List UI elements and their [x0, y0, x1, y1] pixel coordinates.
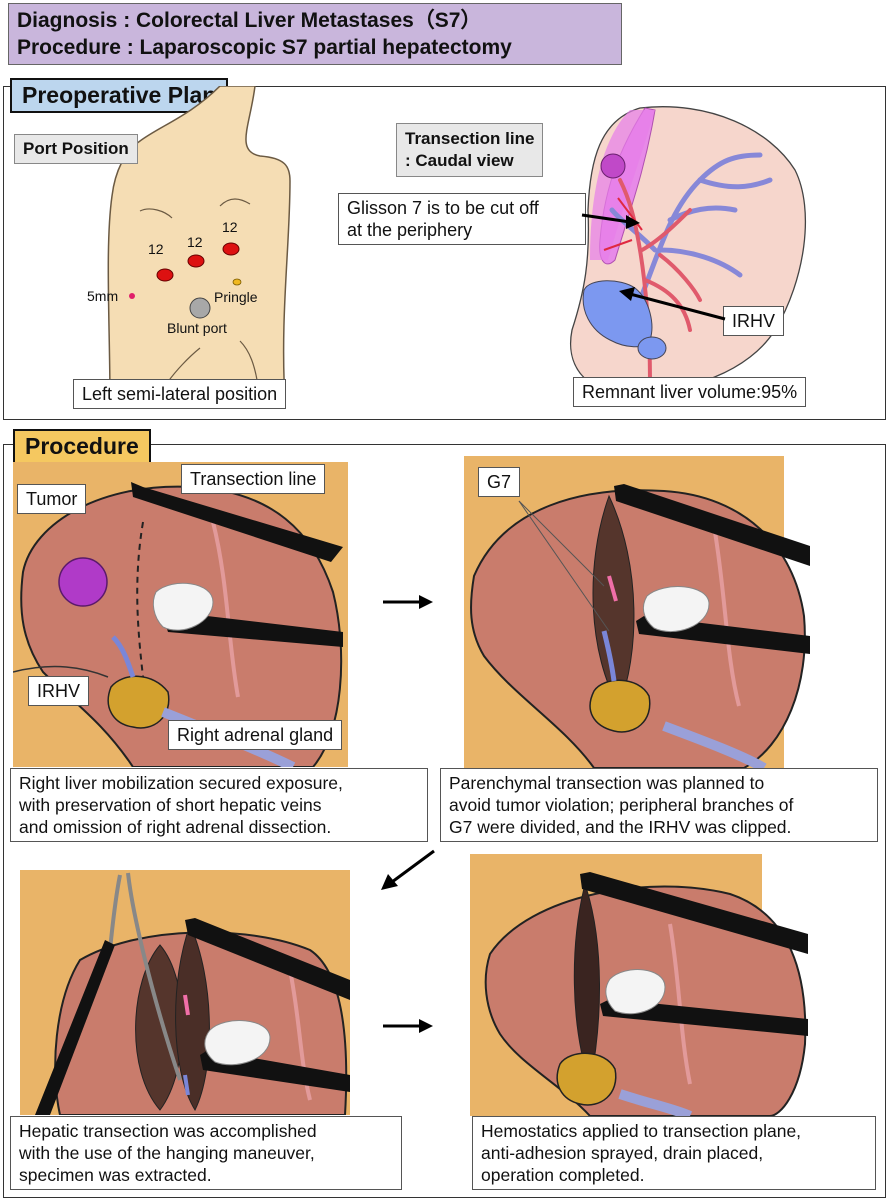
port-12-left: [156, 268, 174, 282]
step1-illustration: [13, 462, 348, 767]
step4-illustration: [470, 854, 808, 1116]
port-label-blunt: Blunt port: [167, 320, 227, 336]
transection-line-label: Transection line: [181, 464, 326, 494]
procedure-text: Procedure : Laparoscopic S7 partial hepa…: [17, 36, 512, 59]
step3-caption-line2: with the use of the hanging maneuver,: [19, 1143, 315, 1163]
arrow-right-2: [383, 1019, 433, 1033]
transection-caudal-label: Transection line : Caudal view: [396, 123, 544, 177]
adrenal-gland-label: Right adrenal gland: [168, 720, 343, 750]
step1-caption: Right liver mobilization secured exposur…: [10, 768, 428, 842]
step1-caption-line3: and omission of right adrenal dissection…: [19, 817, 332, 837]
remnant-volume-label: Remnant liver volume:95%: [573, 377, 807, 407]
port-12-right: [222, 242, 240, 256]
arrow-right-1: [383, 595, 433, 609]
step4-caption-line2: anti-adhesion sprayed, drain placed,: [481, 1143, 764, 1163]
irhv-step1-label: IRHV: [28, 676, 90, 706]
title-box: Diagnosis : Colorectal Liver Metastases（…: [8, 3, 622, 65]
glisson-line2: at the periphery: [347, 220, 473, 240]
glisson-line1: Glisson 7 is to be cut off: [347, 198, 539, 218]
g7-label: G7: [478, 467, 521, 497]
port-12-mid: [187, 254, 205, 268]
step2-caption-line1: Parenchymal transection was planned to: [449, 773, 765, 793]
step4-caption-line3: operation completed.: [481, 1165, 645, 1185]
port-label-12-left: 12: [148, 241, 164, 257]
port-label-12-mid: 12: [187, 234, 203, 250]
step2-caption: Parenchymal transection was planned to a…: [440, 768, 878, 842]
tumor-label: Tumor: [17, 484, 87, 514]
port-markers: [129, 242, 242, 319]
port-label-pringle: Pringle: [214, 289, 258, 305]
arrow-diagonal: [381, 849, 435, 890]
step3-illustration: [20, 870, 350, 1115]
step2-caption-line3: G7 were divided, and the IRHV was clippe…: [449, 817, 792, 837]
step3-caption-line1: Hepatic transection was accomplished: [19, 1121, 317, 1141]
port-label-5mm: 5mm: [87, 288, 119, 304]
position-label: Left semi-lateral position: [73, 379, 287, 409]
step2-caption-line2: avoid tumor violation; peripheral branch…: [449, 795, 794, 815]
irhv-preop-label: IRHV: [723, 306, 785, 336]
port-pringle: [232, 278, 242, 286]
transection-caudal-line1: Transection line: [405, 129, 535, 148]
port-blunt: [189, 297, 211, 319]
procedure-title: Procedure: [13, 429, 151, 464]
glisson-label: Glisson 7 is to be cut off at the periph…: [338, 193, 586, 245]
port-5mm: [129, 293, 135, 299]
diagnosis-text: Diagnosis : Colorectal Liver Metastases（…: [17, 9, 482, 32]
preop-title: Preoperative Plan: [10, 78, 229, 113]
step4-caption: Hemostatics applied to transection plane…: [472, 1116, 876, 1190]
irhv-arrow: [619, 287, 726, 321]
step2-illustration: [464, 456, 810, 768]
transection-caudal-line2: : Caudal view: [405, 151, 514, 170]
step3-caption-line3: specimen was extracted.: [19, 1165, 212, 1185]
port-position-label: Port Position: [14, 134, 138, 164]
port-label-12-right: 12: [222, 219, 238, 235]
step1-caption-line1: Right liver mobilization secured exposur…: [19, 773, 343, 793]
step4-caption-line1: Hemostatics applied to transection plane…: [481, 1121, 802, 1141]
glisson-arrow: [581, 213, 640, 229]
caudal-liver-illustration: [570, 106, 807, 393]
step3-caption: Hepatic transection was accomplished wit…: [10, 1116, 402, 1190]
step1-caption-line2: with preservation of short hepatic veins: [19, 795, 322, 815]
